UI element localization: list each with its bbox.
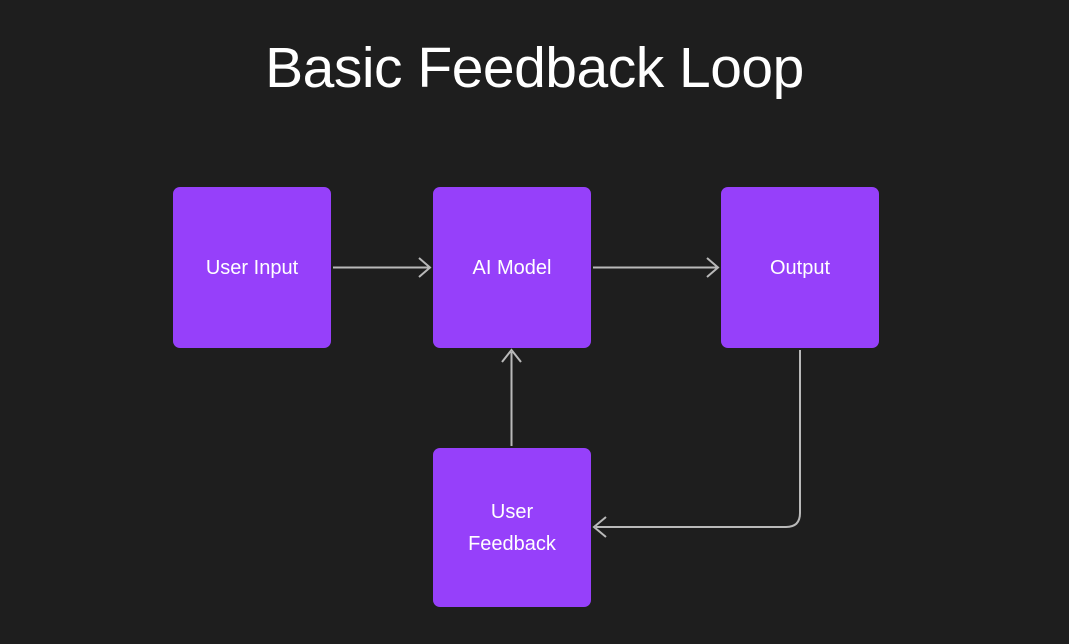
- node-ai-model[interactable]: AI Model: [433, 187, 591, 348]
- node-user-input-label: User Input: [205, 256, 299, 279]
- node-user-feedback[interactable]: User Feedback: [433, 448, 591, 607]
- edge-ai-model-to-output: [593, 257, 720, 278]
- node-ai-model-label: AI Model: [472, 256, 552, 279]
- node-output[interactable]: Output: [721, 187, 879, 348]
- edge-output-to-user-feedback: [592, 350, 801, 538]
- node-output-label: Output: [769, 256, 831, 279]
- edge-user-feedback-to-ai-model: [501, 348, 522, 446]
- node-user-input[interactable]: User Input: [173, 187, 331, 348]
- page-title: Basic Feedback Loop: [265, 36, 804, 100]
- edge-user-input-to-ai-model: [333, 257, 432, 278]
- node-user-feedback-label: User Feedback: [468, 500, 556, 555]
